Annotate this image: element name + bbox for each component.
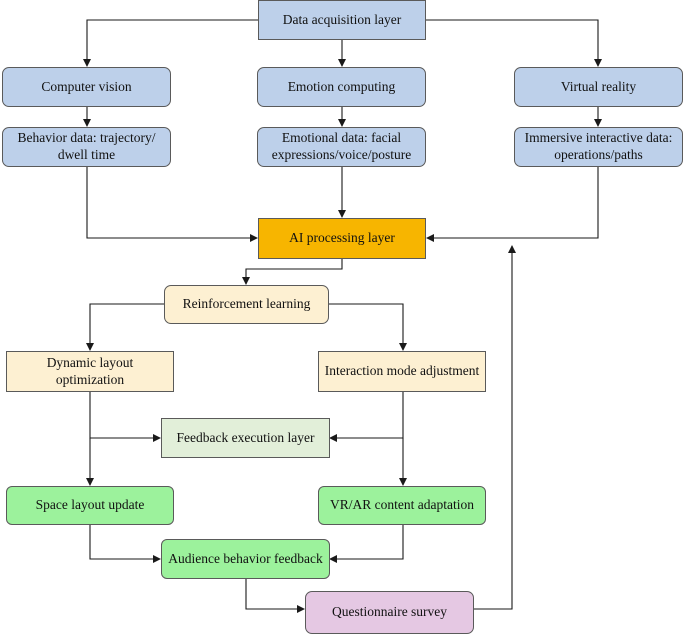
arrow-immersive-to-ai — [426, 167, 599, 242]
node-computer-vision: Computer vision — [2, 67, 171, 107]
arrow-interaction-to-feedback — [329, 392, 404, 442]
arrow-dynamic-to-feedback — [89, 392, 161, 442]
node-ai-processing-layer: AI processing layer — [258, 218, 426, 259]
arrow-rl-to-interaction — [329, 303, 407, 351]
node-immersive-data: Immersive interactive data: operations/p… — [514, 127, 683, 167]
node-feedback-execution-layer: Feedback execution layer — [161, 418, 330, 458]
node-vr-ar-content-adaptation: VR/AR content adaptation — [318, 486, 486, 525]
node-space-layout-update: Space layout update — [6, 486, 174, 525]
node-audience-behavior-feedback: Audience behavior feedback — [161, 539, 330, 579]
node-questionnaire-survey: Questionnaire survey — [305, 591, 474, 634]
arrow-space-to-audience — [89, 525, 161, 563]
node-reinforcement-learning: Reinforcement learning — [164, 285, 329, 324]
node-virtual-reality: Virtual reality — [514, 67, 683, 107]
arrow-ai-to-rl — [242, 259, 343, 285]
node-data-acquisition-layer: Data acquisition layer — [258, 0, 426, 40]
arrow-acq-to-cv — [83, 19, 258, 67]
node-emotion-computing: Emotion computing — [257, 67, 426, 107]
arrow-questionnaire-to-ai — [474, 245, 516, 610]
node-dynamic-layout-optimization: Dynamic layout optimization — [6, 351, 174, 392]
node-emotional-data: Emotional data: facial expressions/voice… — [257, 127, 426, 167]
node-behavior-data: Behavior data: trajectory/ dwell time — [2, 127, 171, 167]
node-interaction-mode-adjustment: Interaction mode adjustment — [318, 351, 486, 392]
arrow-behavior-to-ai — [86, 167, 258, 242]
arrow-acq-to-vr — [426, 19, 602, 67]
arrow-rl-to-dynamic — [86, 303, 164, 351]
arrow-audience-to-questionnaire — [245, 579, 305, 613]
arrow-vrar-to-audience — [329, 525, 404, 563]
